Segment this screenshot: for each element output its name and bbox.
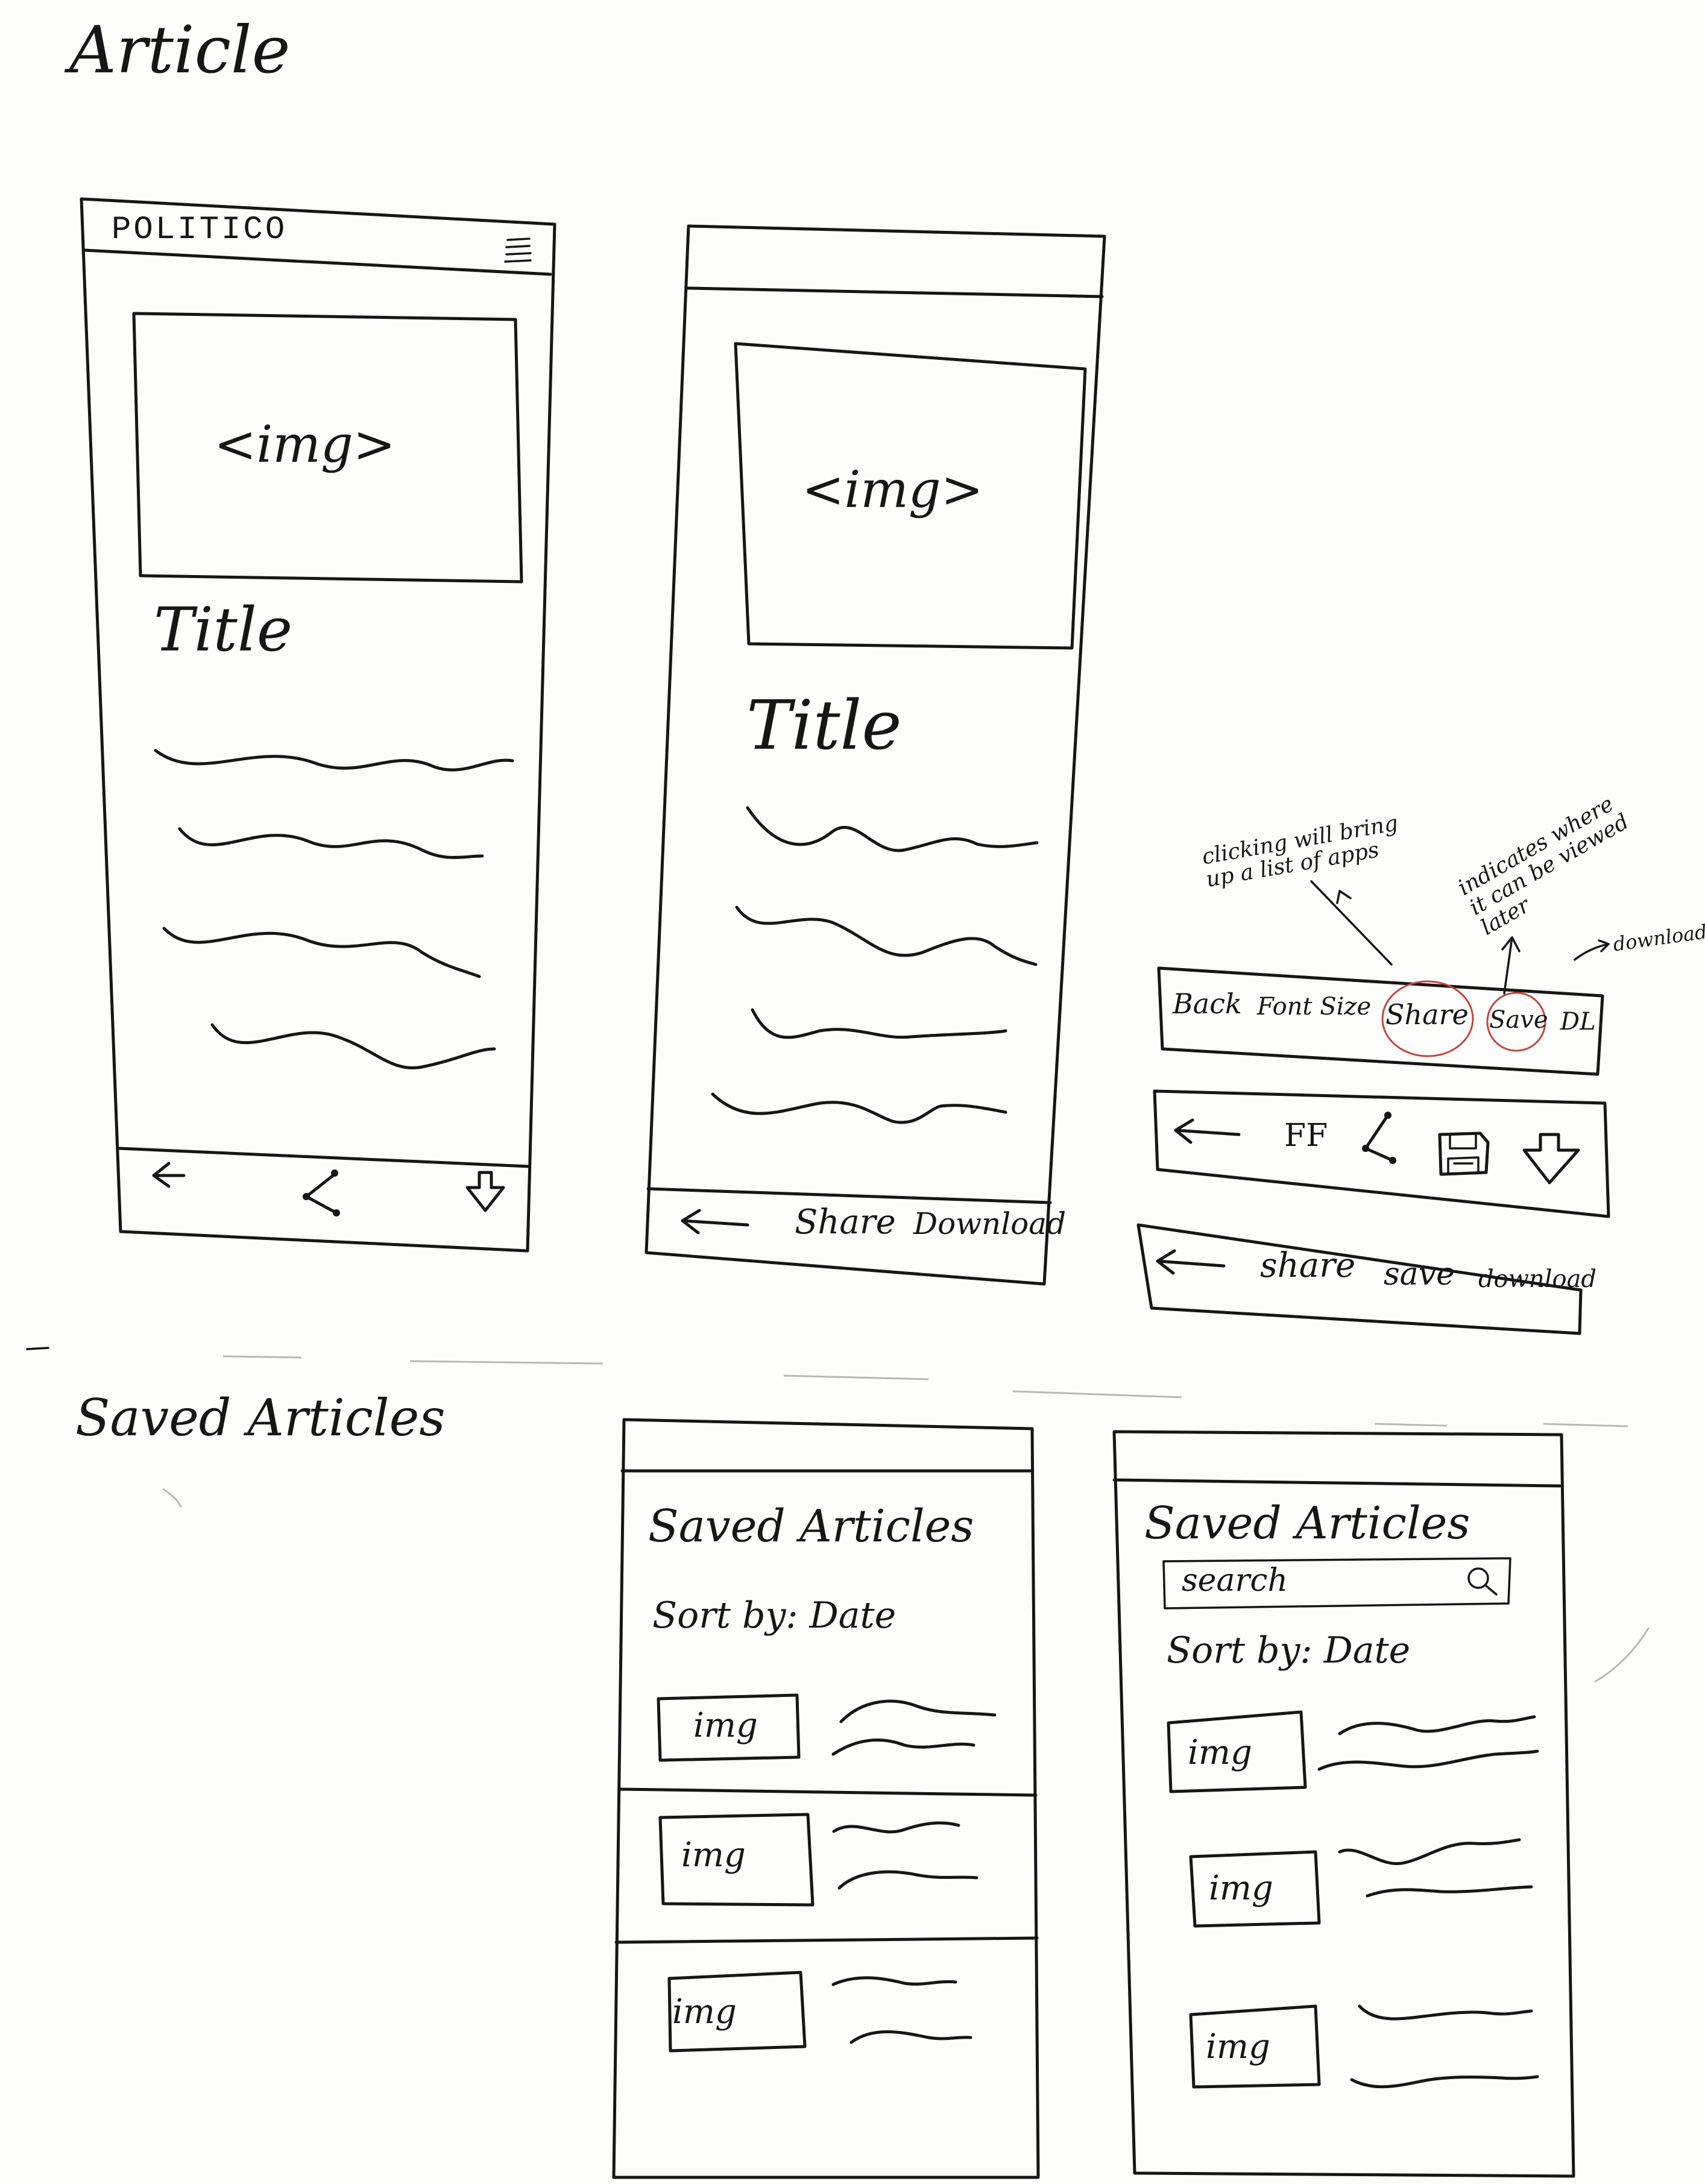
text-bar-frame [1157, 966, 1604, 1076]
sketch1-text-lines [154, 749, 514, 1069]
sketch1-image-placeholder: <img> [214, 415, 396, 474]
text-bar-save-button[interactable]: Save [1489, 1006, 1548, 1034]
saved1-page-title: Saved Articles [648, 1500, 974, 1552]
saved2-thumb-boxes [1167, 1710, 1321, 2089]
mixed-bar-frame [1136, 1223, 1583, 1335]
saved1-sort-selector[interactable]: Sort by: Date [652, 1594, 897, 1637]
sketch2-download-button[interactable]: Download [913, 1206, 1067, 1241]
text-bar-download-button[interactable]: DL [1560, 1008, 1596, 1036]
saved1-item-thumb[interactable]: img [672, 1992, 737, 2031]
saved2-item-thumb[interactable]: img [1209, 1869, 1273, 1908]
text-bar-highlight-circles [1381, 980, 1546, 1057]
icon-bar-download-icon[interactable] [1522, 1133, 1580, 1185]
mixed-bar-save-button[interactable]: save [1384, 1256, 1455, 1292]
sketch1-frame [80, 197, 556, 1253]
saved2-frame [1112, 1430, 1575, 2178]
mixed-bar-share-button[interactable]: share [1260, 1246, 1356, 1285]
section-heading-saved: Saved Articles [75, 1388, 446, 1447]
app-logo: POLITICO [112, 212, 288, 248]
saved2-summary-lines [1317, 1715, 1539, 2089]
saved2-item-thumb[interactable]: img [1188, 1733, 1252, 1772]
text-bar-back-button[interactable]: Back [1173, 987, 1242, 1020]
icon-bar-back-arrow-icon[interactable] [1174, 1118, 1241, 1144]
saved1-thumb-boxes [657, 1693, 815, 2053]
saved1-frame [612, 1418, 1040, 2179]
text-bar-share-button[interactable]: Share [1385, 998, 1469, 1031]
saved2-sort-selector[interactable]: Sort by: Date [1167, 1629, 1411, 1672]
sketch2-frame [644, 224, 1106, 1286]
mixed-bar-download-button[interactable]: download [1478, 1265, 1597, 1293]
saved2-search-placeholder[interactable]: search [1182, 1562, 1288, 1599]
sketch2-article-title: Title [746, 687, 902, 765]
saved2-page-title: Saved Articles [1144, 1497, 1470, 1549]
sketch2-text-lines [711, 806, 1039, 1124]
sketch1-article-title: Title [154, 594, 293, 665]
sketch2-back-arrow-icon[interactable] [681, 1209, 749, 1235]
icon-bar-save-icon[interactable] [1438, 1131, 1490, 1176]
section-heading-article: Article [69, 13, 291, 88]
saved1-summary-lines [831, 1699, 997, 2044]
text-bar-font-size-button[interactable]: Font Size [1257, 993, 1372, 1021]
sketch2-share-button[interactable]: Share [795, 1203, 896, 1242]
saved2-item-thumb[interactable]: img [1206, 2027, 1270, 2066]
sketch1-back-arrow-icon[interactable] [152, 1162, 186, 1188]
section-divider [26, 1347, 1650, 1683]
icon-bar-frame [1153, 1089, 1610, 1218]
saved1-item-thumb[interactable]: img [681, 1836, 746, 1875]
annotation-leaders [1310, 880, 1610, 995]
icon-bar-share-icon[interactable] [1362, 1112, 1396, 1164]
mixed-bar-back-arrow-icon[interactable] [1156, 1249, 1226, 1275]
sketch2-image-placeholder: <img> [802, 460, 984, 519]
saved2-search-icon[interactable] [1467, 1567, 1498, 1596]
sketch1-download-icon[interactable] [465, 1171, 505, 1212]
icon-bar-font-size-button[interactable]: FF [1284, 1118, 1328, 1154]
saved2-search-box[interactable] [1162, 1557, 1511, 1610]
saved1-item-thumb[interactable]: img [693, 1706, 758, 1745]
menu-icon[interactable] [504, 238, 532, 263]
sketch1-share-icon[interactable] [303, 1169, 340, 1216]
